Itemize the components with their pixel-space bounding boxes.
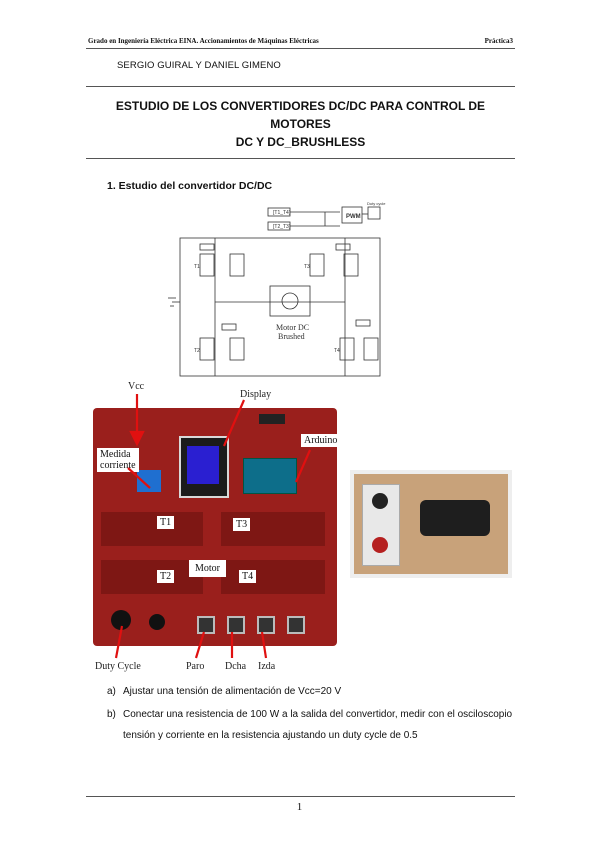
- izda-button: [257, 616, 275, 634]
- input-tag-2-text: [T2_T3]: [273, 224, 291, 230]
- t1-label: T1: [194, 264, 200, 270]
- page-number: 1: [296, 801, 303, 813]
- footer-rule: [86, 796, 515, 797]
- switch-t4: [339, 337, 355, 361]
- label-display: Display: [240, 389, 272, 400]
- step-a-marker: a): [107, 686, 116, 697]
- motor-label-2: Brushed: [278, 332, 305, 341]
- motor-photo: [350, 470, 512, 578]
- board-label-medida: Medida corriente: [97, 448, 139, 472]
- label-dcha: Dcha: [225, 661, 247, 672]
- authors: SERGIO GUIRAL Y DANIEL GIMENO: [117, 60, 281, 71]
- document-title: ESTUDIO DE LOS CONVERTIDORES DC/DC PARA …: [86, 97, 515, 151]
- step-b-marker: b): [107, 709, 116, 720]
- duty-label: Duty cycle: [367, 201, 386, 206]
- board-label-t2: T2: [157, 570, 175, 583]
- title-line-2: DC Y DC_BRUSHLESS: [235, 135, 366, 149]
- circuit-diagram: [T1_T4] [T2_T3] PWM Duty cycle T1 T3 T2 …: [168, 201, 386, 377]
- t4-block: [221, 560, 325, 594]
- medida-line-1: Medida: [100, 449, 131, 460]
- input-tag-1-text: [T1_T4]: [273, 210, 291, 216]
- running-header-right: Práctica3: [484, 37, 513, 45]
- paro-button: [197, 616, 215, 634]
- board-label-t3: T3: [233, 518, 251, 531]
- display-module: [179, 436, 229, 498]
- second-knob: [149, 614, 165, 630]
- step-b-continued: tensión y corriente en la resistencia aj…: [123, 730, 418, 741]
- header-connector: [259, 414, 285, 424]
- title-top-rule: [86, 86, 515, 87]
- label-duty-cycle: Duty Cycle: [95, 661, 141, 672]
- motor-block: [269, 285, 311, 317]
- switch-t1: [199, 253, 215, 277]
- t4-label: T4: [334, 348, 340, 354]
- medida-line-2: corriente: [100, 460, 136, 471]
- pwm-block: [341, 206, 363, 224]
- label-izda: Izda: [258, 661, 276, 672]
- display-screen: [187, 446, 219, 484]
- title-line-1: ESTUDIO DE LOS CONVERTIDORES DC/DC PARA …: [115, 99, 486, 131]
- t3-label: T3: [304, 264, 310, 270]
- board-label-arduino: Arduino: [301, 434, 341, 447]
- t2-block: [101, 560, 203, 594]
- running-header-left: Grado en Ingeniería Eléctrica EINA. Acci…: [88, 37, 319, 45]
- switch-t2: [199, 337, 215, 361]
- motor-body: [420, 500, 490, 536]
- t1-block: [101, 512, 203, 546]
- current-sensor-module: [137, 470, 161, 492]
- board-label-motor: Motor: [189, 560, 226, 577]
- red-terminal: [372, 537, 388, 553]
- arduino-module: [243, 458, 297, 494]
- terminal-block: [362, 484, 400, 566]
- header-rule: [86, 48, 515, 49]
- control-board-photo: T1 T3 T2 T4 Motor Arduino Medida corrien…: [93, 408, 341, 646]
- step-a-text: Ajustar una tensión de alimentación de V…: [123, 686, 342, 697]
- dcha-button: [227, 616, 245, 634]
- motor-symbol: [281, 292, 299, 310]
- black-terminal: [372, 493, 388, 509]
- t2-label: T2: [194, 348, 200, 354]
- title-bottom-rule: [86, 158, 515, 159]
- step-b-text: Conectar una resistencia de 100 W a la s…: [123, 709, 513, 720]
- duty-cycle-knob: [111, 610, 131, 630]
- section-heading: 1. Estudio del convertidor DC/DC: [107, 180, 273, 192]
- duty-display-block: [367, 206, 381, 220]
- label-paro: Paro: [186, 661, 205, 672]
- board-label-t1: T1: [157, 516, 175, 529]
- pwm-label: PWM: [346, 214, 361, 220]
- board-label-t4: T4: [239, 570, 257, 583]
- extra-button: [287, 616, 305, 634]
- switch-t3: [309, 253, 325, 277]
- motor-label-1: Motor DC: [276, 323, 309, 332]
- label-vcc: Vcc: [128, 381, 145, 392]
